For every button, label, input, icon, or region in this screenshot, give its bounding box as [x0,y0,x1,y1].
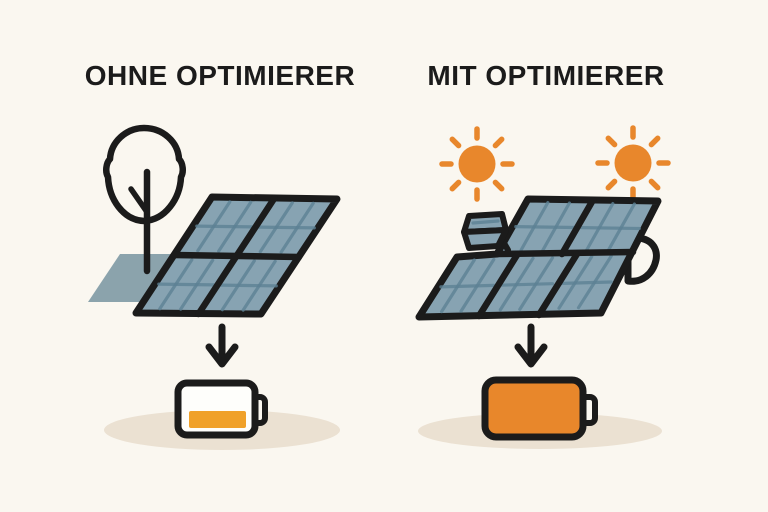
down-arrow-icon [514,323,548,368]
battery-low-icon [174,379,268,439]
left-title: OHNE OPTIMIERER [84,60,356,91]
sun-icon [442,129,512,199]
sun-icon [598,128,668,198]
right-scene [415,128,668,449]
down-arrow-icon [205,323,239,368]
solar-panel-optimized-icon [415,195,662,321]
optimizer-icon [461,211,511,253]
solar-panel-shaded-icon [132,193,341,318]
right-title: MIT OPTIMIERER [427,60,665,91]
left-scene [88,124,341,450]
tree-icon [103,124,186,275]
battery-full-icon [481,376,598,441]
